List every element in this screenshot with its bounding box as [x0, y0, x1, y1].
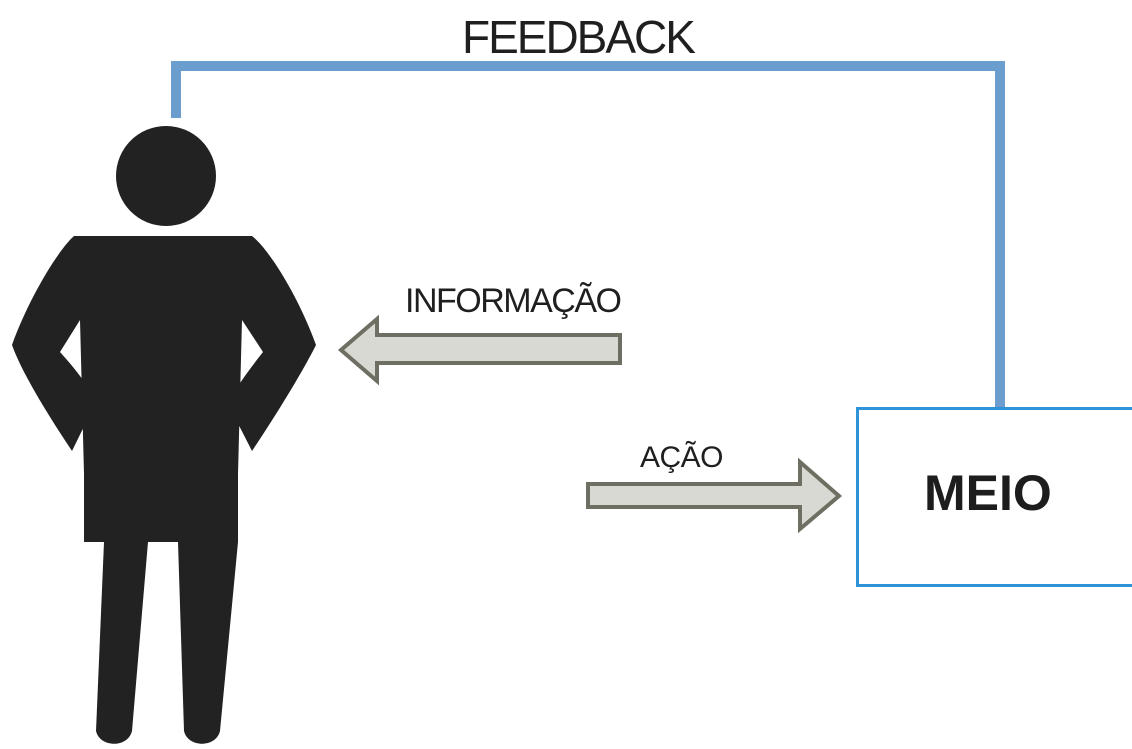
feedback-label: FEEDBACK	[462, 11, 696, 63]
person-silhouette-icon	[12, 126, 316, 744]
feedback-line	[171, 61, 1005, 410]
action-label: AÇÃO	[640, 441, 724, 474]
environment-box	[856, 407, 1132, 587]
action-arrow	[586, 457, 843, 534]
environment-label: MEIO	[924, 465, 1052, 521]
information-label: INFORMAÇÃO	[405, 282, 622, 320]
information-arrow	[337, 314, 622, 386]
